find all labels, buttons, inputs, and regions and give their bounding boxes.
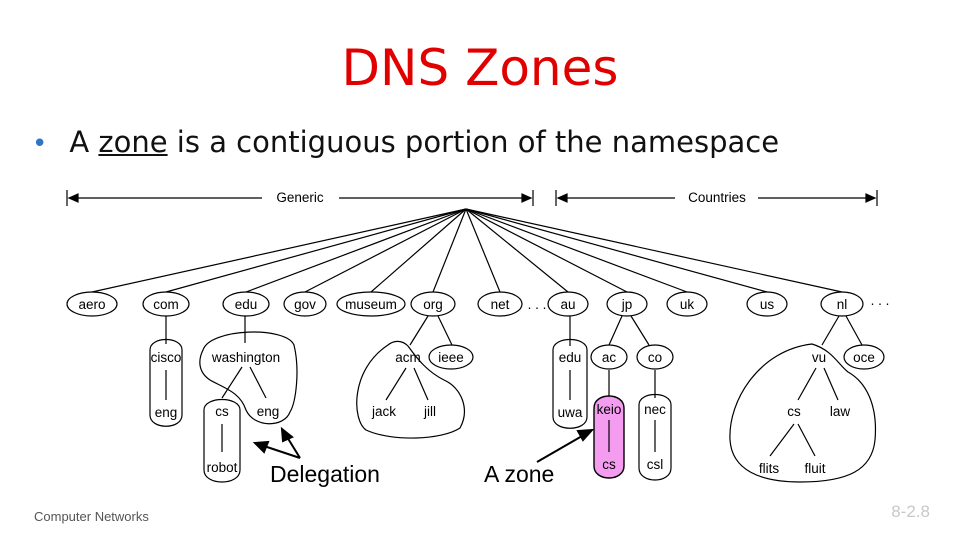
- bullet-term-zone: zone: [98, 125, 168, 159]
- delegation-label: Delegation: [270, 461, 380, 487]
- node-flits: flits: [759, 461, 780, 476]
- node-law: law: [830, 404, 851, 419]
- subtree-edges: [165, 315, 863, 457]
- zone-washington: [199, 331, 298, 425]
- node-eng-washington: eng: [257, 404, 280, 419]
- node-fluit: fluit: [804, 461, 825, 476]
- node-museum: museum: [345, 297, 397, 312]
- node-us: us: [760, 297, 775, 312]
- footer-course: Computer Networks: [34, 509, 149, 524]
- node-nl: nl: [837, 297, 848, 312]
- node-au: au: [560, 297, 575, 312]
- node-vu: vu: [812, 350, 826, 365]
- node-net: net: [491, 297, 510, 312]
- node-csl: csl: [647, 457, 664, 472]
- delegation-arrows: [252, 426, 301, 459]
- zone-edu-au: [552, 338, 588, 429]
- node-washington: washington: [211, 350, 280, 365]
- bullet-suffix: is a contiguous portion of the namespace: [167, 125, 780, 159]
- node-cs-vu: cs: [787, 404, 801, 419]
- root-edges: [91, 208, 843, 293]
- node-cisco: cisco: [151, 350, 182, 365]
- countries-range-bracket: [555, 190, 878, 206]
- tld-ellipses: [66, 291, 885, 370]
- header-generic: Generic: [276, 190, 324, 205]
- node-co: co: [648, 350, 662, 365]
- node-ieee: ieee: [438, 350, 464, 365]
- bullet-prefix: A: [69, 125, 99, 159]
- node-aero: aero: [78, 297, 105, 312]
- a-zone-label: A zone: [484, 461, 555, 487]
- node-robot: robot: [207, 460, 238, 475]
- zone-robot: [203, 398, 241, 483]
- node-org: org: [423, 297, 443, 312]
- ellipsis-generic: . . .: [528, 297, 547, 312]
- bullet-point: • A zone is a contiguous portion of the n…: [32, 122, 779, 164]
- node-nec: nec: [644, 402, 666, 417]
- bullet-dot-icon: •: [32, 129, 48, 159]
- zone-vu: [729, 343, 877, 483]
- node-jill: jill: [423, 404, 436, 419]
- zone-outlines: [149, 331, 877, 483]
- node-ac: ac: [602, 350, 617, 365]
- header-countries: Countries: [688, 190, 746, 205]
- node-acm: acm: [395, 350, 421, 365]
- node-edu: edu: [235, 297, 258, 312]
- zone-com: [149, 338, 183, 427]
- node-edu-au: edu: [559, 350, 582, 365]
- footer-slide-number: 8-2.8: [891, 502, 930, 521]
- node-cs-keio: cs: [602, 457, 616, 472]
- node-cs-washington: cs: [215, 404, 229, 419]
- node-gov: gov: [294, 297, 316, 312]
- zone-arrow: [536, 428, 595, 463]
- ellipsis-countries: . . .: [871, 293, 890, 308]
- node-oce: oce: [853, 350, 875, 365]
- node-uk: uk: [680, 297, 695, 312]
- node-jp: jp: [621, 297, 633, 312]
- node-uwa: uwa: [558, 405, 583, 420]
- node-com: com: [153, 297, 179, 312]
- node-jack: jack: [371, 404, 396, 419]
- zone-acm: [356, 340, 465, 439]
- slide-title: DNS Zones: [341, 39, 619, 97]
- node-eng-cisco: eng: [155, 405, 178, 420]
- generic-range-bracket: [66, 190, 534, 206]
- zone-nec: [638, 393, 672, 481]
- node-keio: keio: [597, 402, 622, 417]
